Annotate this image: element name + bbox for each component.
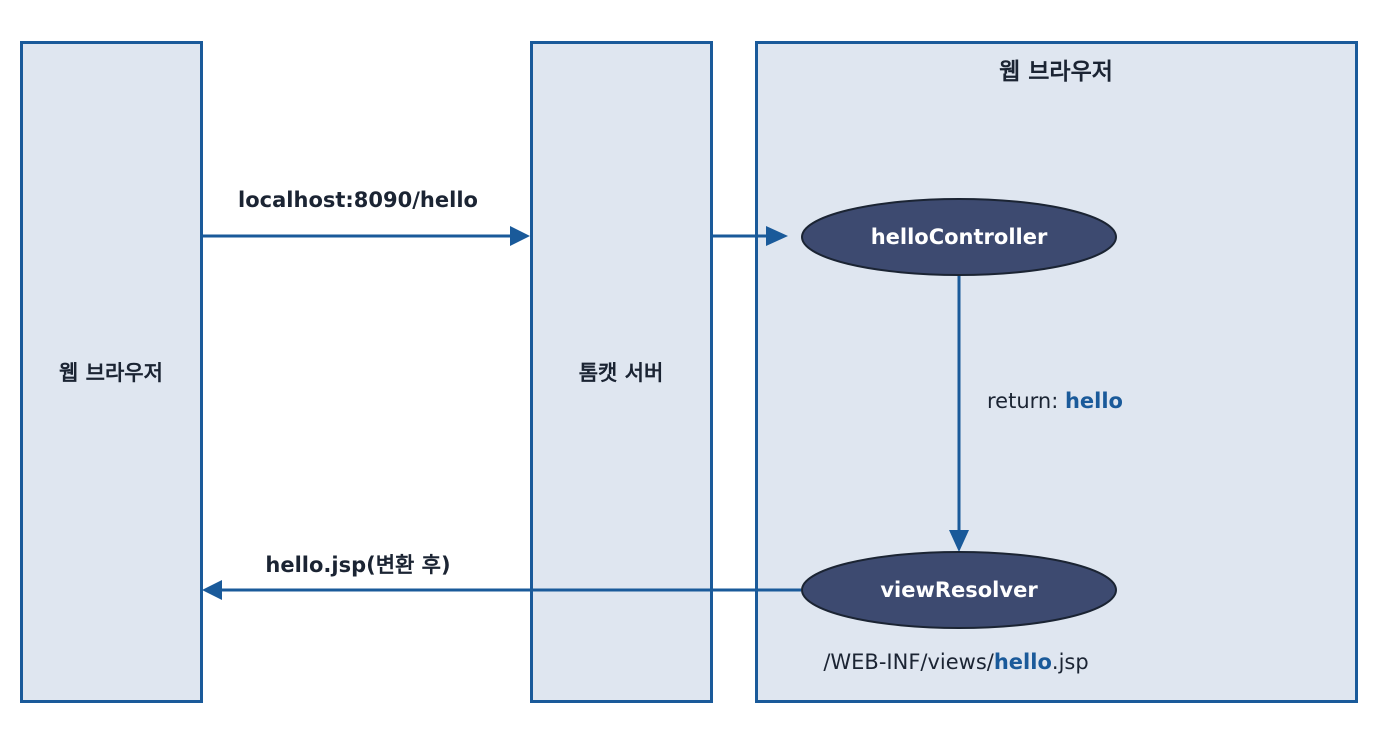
response-arrow [202, 580, 801, 600]
web-browser-label: 웹 브라우저 [59, 361, 163, 385]
view-path-prefix: /WEB-INF/views/ [823, 650, 994, 674]
web-browser-box [20, 41, 203, 703]
view-path-label: /WEB-INF/views/hello.jsp [823, 650, 1088, 674]
response-label: hello.jsp(변환 후) [265, 553, 451, 577]
dispatch-arrow [713, 226, 788, 246]
return-prefix: return: [987, 389, 1065, 413]
return-arrow [949, 276, 969, 552]
return-value: hello [1064, 389, 1123, 413]
return-label: return: hello [987, 389, 1123, 413]
hello-controller-node: helloController [801, 198, 1117, 276]
container-title: 웹 브라우저 [999, 59, 1113, 85]
request-arrow [203, 226, 530, 246]
tomcat-server-label: 톰캣 서버 [578, 361, 664, 385]
hello-controller-label: helloController [871, 225, 1048, 249]
view-resolver-node: viewResolver [801, 551, 1117, 629]
tomcat-server-box [530, 41, 713, 703]
view-path-suffix: .jsp [1051, 650, 1089, 674]
view-resolver-label: viewResolver [880, 578, 1038, 602]
view-path-name: hello [993, 650, 1052, 674]
request-url-label: localhost:8090/hello [238, 188, 478, 212]
